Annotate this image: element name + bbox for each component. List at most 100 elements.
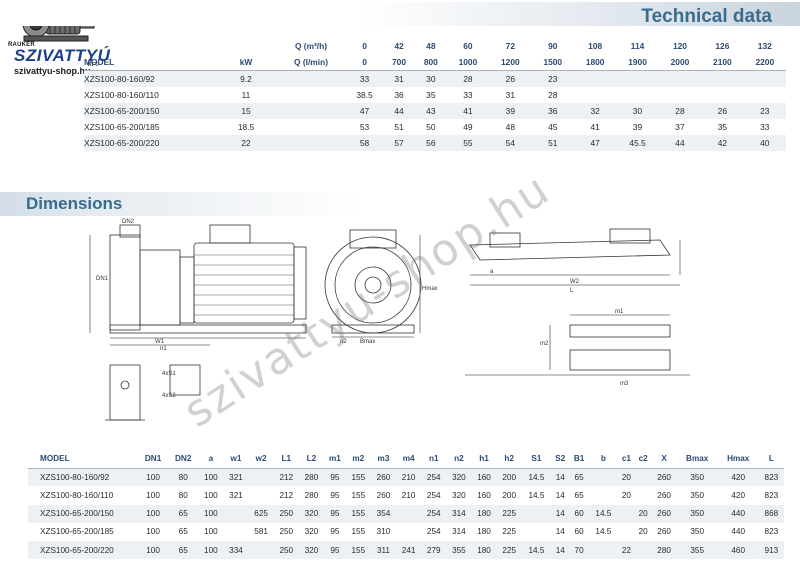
dim-value-cell: 254 — [426, 490, 441, 500]
head-value-cell: 39 — [632, 122, 643, 133]
head-value-cell: 47 — [359, 105, 370, 116]
model-cell: XZS100-65-200/150 — [84, 105, 160, 116]
base-plate-top — [469, 239, 671, 261]
dim-value-cell: 420 — [731, 473, 746, 483]
dim-header-cell: c1 — [618, 450, 635, 469]
model-cell: XZS100-65-200/220 — [84, 138, 160, 149]
dim-value-cell: 440 — [731, 509, 746, 519]
head-value-cell: 54 — [505, 138, 515, 149]
dim-header-cell: a — [198, 450, 224, 469]
q-cell: 2100 — [701, 54, 744, 71]
head-value-cell: 35 — [717, 122, 728, 133]
dim-value-cell: 913 — [764, 545, 779, 555]
dim-header-cell: MODEL — [28, 450, 138, 469]
dim-value-cell — [618, 523, 635, 541]
q-cell: 700 — [383, 54, 415, 71]
dim-value-cell: 155 — [351, 545, 366, 555]
hmax-label: Hmax — [422, 286, 438, 292]
dim-header-cell: h1 — [471, 450, 497, 469]
head-value-cell: 47 — [590, 138, 600, 149]
m3-label: m3 — [620, 381, 629, 387]
dim-header-cell: L1 — [273, 450, 299, 469]
dim-value-cell: 14.5 — [595, 527, 612, 537]
n2-label: n2 — [340, 339, 347, 345]
dim-header-cell: m4 — [396, 450, 422, 469]
head-value-cell: 31 — [505, 89, 515, 100]
q-cell: 1800 — [573, 54, 617, 71]
dim-value-cell: 354 — [376, 509, 391, 519]
dim-header-cell: S2 — [551, 450, 570, 469]
dimensions-title: Dimensions — [26, 194, 123, 213]
head-value-cell: 48 — [505, 122, 515, 133]
model-cell: XZS100-80-160/110 — [84, 89, 159, 100]
spacer-cell — [276, 135, 346, 151]
dim-value-cell: 250 — [279, 527, 294, 537]
dim-value-cell: 350 — [690, 473, 705, 483]
dim-value-cell: 260 — [657, 509, 671, 519]
dim-value-cell: 180 — [477, 545, 491, 555]
dim-value-cell: 155 — [351, 527, 366, 537]
dim-header-cell: m1 — [323, 450, 346, 469]
dim-value-cell: 14 — [555, 527, 565, 537]
head-value-cell: 55 — [463, 138, 473, 149]
dim-value-cell: 625 — [254, 509, 268, 519]
head-value-cell: 44 — [394, 105, 404, 116]
dim-value-cell: 20 — [638, 527, 648, 537]
dim-value-cell: 210 — [401, 490, 416, 500]
dim-value-cell: 155 — [351, 490, 366, 500]
kw-cell: 22 — [241, 138, 251, 149]
dim-value-cell — [522, 523, 551, 541]
technical-data-table: Q (m³/h) 0 42 48 60 72 90 108 114 120 12… — [84, 38, 786, 152]
bmax-label: Bmax — [360, 339, 375, 345]
dim-value-cell: 254 — [426, 509, 441, 519]
dim-value-cell: 355 — [690, 545, 705, 555]
dim-header-cell: L — [758, 450, 784, 469]
dim-value-cell: 95 — [330, 545, 340, 555]
dim-value-cell: 823 — [764, 527, 779, 537]
dim-value-cell: 200 — [502, 490, 517, 500]
head-value-cell: 44 — [675, 138, 685, 149]
q-cell: 42 — [394, 41, 404, 52]
dim-value-cell: 100 — [146, 527, 160, 537]
dim-value-cell: 60 — [574, 509, 584, 519]
dim-value-cell: 280 — [304, 473, 319, 483]
dim-value-cell: 581 — [254, 527, 268, 537]
head-value-cell: 56 — [426, 138, 436, 149]
head-value-cell: 35 — [426, 89, 436, 100]
dim-header-cell: Hmax — [717, 450, 759, 469]
dim-value-cell — [618, 505, 635, 523]
dim-value-cell: 95 — [330, 473, 340, 483]
spacer-cell — [276, 87, 346, 103]
dim-value-cell: 225 — [502, 527, 517, 537]
head-value-cell: 50 — [426, 122, 436, 133]
head-value-cell: 26 — [717, 105, 728, 116]
dim-value-cell: 65 — [178, 545, 188, 555]
m2-label: m2 — [540, 341, 549, 347]
dim-value-cell: 20 — [621, 473, 631, 483]
head-value-cell — [659, 87, 701, 103]
dim-value-cell — [249, 468, 274, 486]
dim-header-cell: m3 — [370, 450, 397, 469]
dim-value-cell: 160 — [477, 490, 491, 500]
head-value-cell: 51 — [548, 138, 558, 149]
q-cell: 2000 — [658, 54, 702, 71]
dim-value-cell: 260 — [657, 490, 671, 500]
spacer-cell — [276, 70, 346, 86]
head-value-cell: 28 — [548, 89, 558, 100]
dim-value-cell: 212 — [279, 490, 294, 500]
dim-value-cell: 20 — [621, 490, 631, 500]
dim-header-cell: w2 — [248, 450, 274, 469]
q-cell: 126 — [715, 41, 730, 52]
dim-value-cell: 320 — [304, 509, 319, 519]
model-cell: XZS100-65-200/185 — [84, 122, 160, 133]
dim-value-cell: 311 — [376, 545, 390, 555]
dim-value-cell — [635, 468, 652, 486]
head-value-cell: 33 — [760, 122, 770, 133]
head-value-cell: 38.5 — [356, 89, 373, 100]
m1-label: m1 — [615, 309, 624, 315]
dim-value-cell: 65 — [574, 490, 584, 500]
dim-header-cell: n2 — [446, 450, 472, 469]
